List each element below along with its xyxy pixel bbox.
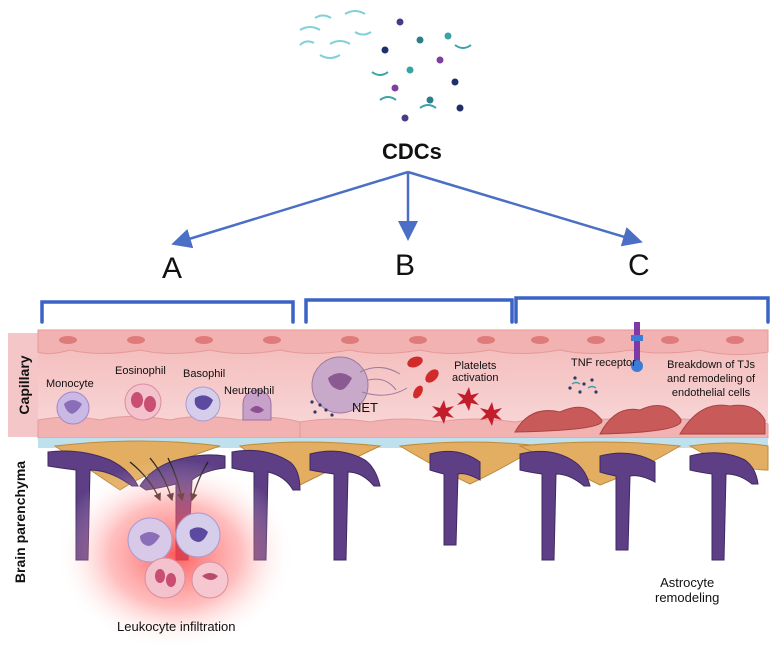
panel-brackets [40,296,770,324]
neutrophil-cell [242,389,272,421]
panel-label-c: C [628,249,650,282]
arrow-to-a [171,170,409,249]
capillary-label-box [8,333,39,437]
tnf-receptor [631,322,643,372]
bracket-c [514,296,770,324]
basophil-cell [185,386,221,422]
particle-group [371,18,472,122]
bracket-a [40,300,295,324]
capillary-side-label: Capillary [16,355,32,415]
leukocyte-infiltration-label: Leukocyte infiltration [117,619,236,634]
net-structure [310,356,408,417]
monocyte-cell [56,391,90,425]
remodeled-endothelium [514,404,766,435]
panel-label-b: B [395,249,416,282]
inflammation-glow [55,460,295,650]
net-label: NET [352,400,378,415]
cdcs-arrows [171,170,643,249]
leukocytes [56,383,272,425]
bracket-b [304,298,514,324]
arrow-to-c [407,170,643,247]
astrocyte-remodeling-label: Astrocyte remodeling [655,575,720,605]
tnf-receptor-label: TNF receptor [571,357,636,369]
endothelial-nuclei-top [59,336,744,344]
basophil-label: Basophil [183,368,226,380]
platelets-activation-label: Platelets activation [452,360,499,384]
eosinophil-label: Eosinophil [115,365,166,377]
bacteria-group [299,10,372,59]
tjs-breakdown-label: Breakdown of TJs and remodeling of endot… [667,359,756,399]
capillary [37,329,769,439]
red-blood-cells [407,356,439,399]
monocyte-label: Monocyte [46,378,94,390]
endothelial-top [37,329,769,356]
brain-parenchyma-side-label: Brain parenchyma [12,460,28,584]
panel-label-a: A [162,252,183,285]
platelets [432,387,502,426]
pathogen-cluster [299,10,472,122]
cdcs-title: CDCs [382,139,442,164]
infiltrated-leukocytes [127,512,229,599]
cytokines [568,376,598,394]
brain-parenchyma [38,438,769,650]
neutrophil-label: Neutrophil [224,385,275,397]
eosinophil-cell [124,383,162,421]
